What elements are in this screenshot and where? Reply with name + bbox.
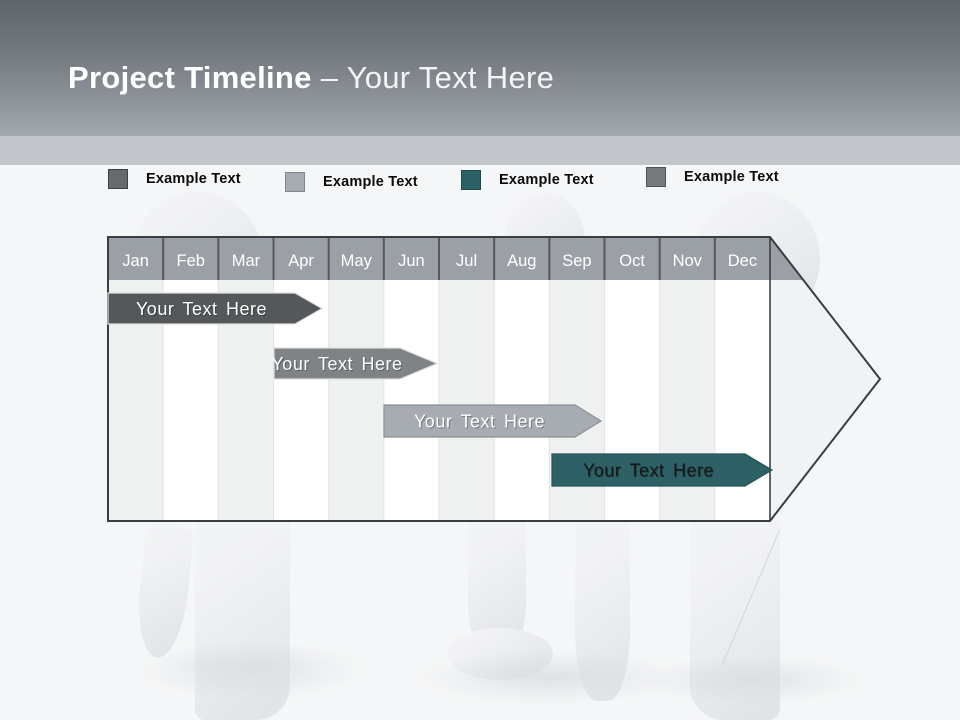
month-label: Dec <box>728 252 757 270</box>
header-band <box>0 0 960 136</box>
timeline-bar-label-shadow: Your Text Here <box>415 413 546 433</box>
floor-shadow <box>640 655 860 705</box>
month-label: Mar <box>232 252 261 270</box>
legend-label: Example Text <box>499 172 594 188</box>
legend-item: Example Text <box>108 169 241 189</box>
month-label: Feb <box>177 252 205 270</box>
legend-item: Example Text <box>646 167 779 187</box>
timeline-column <box>328 280 384 521</box>
month-label: May <box>341 252 373 270</box>
timeline-bar-label: Your Text Here <box>414 412 545 432</box>
timeline-bar <box>107 292 324 325</box>
timeline-outline <box>107 236 882 522</box>
timeline-bar-label-shadow: Your Text Here <box>584 462 715 482</box>
title-main: Project Timeline <box>68 60 312 95</box>
month-label: Oct <box>619 252 645 270</box>
legend-label: Example Text <box>323 174 418 190</box>
header-sub-band <box>0 136 960 165</box>
timeline-bar <box>551 453 774 487</box>
month-label: Nov <box>673 252 703 270</box>
legend-item: Example Text <box>285 172 418 192</box>
timeline-bar-label-shadow: Your Text Here <box>137 300 268 320</box>
page-title: Project Timeline– Your Text Here <box>68 60 554 96</box>
month-label: Aug <box>507 252 536 270</box>
floor-shadow <box>140 640 360 700</box>
timeline-bar <box>273 347 439 380</box>
floor-shadow <box>420 650 680 705</box>
legend-swatch-light-gray <box>285 172 305 192</box>
month-label: Sep <box>562 252 591 270</box>
month-label: Jun <box>398 252 425 270</box>
title-placeholder: – Your Text Here <box>320 60 555 95</box>
timeline-bar-label: Your Text Here <box>583 461 714 481</box>
month-label: Jul <box>456 252 477 270</box>
timeline-svg: Jan Feb Mar Apr May Jun Jul Aug Sep Oct Nov DecYour… <box>107 236 882 522</box>
month-label: Apr <box>288 252 314 270</box>
timeline-column <box>439 280 495 521</box>
legend-swatch-teal <box>461 170 481 190</box>
timeline-bar-label: Your Text Here <box>271 354 402 374</box>
legend-item: Example Text <box>461 170 594 190</box>
legend-label: Example Text <box>146 171 241 187</box>
legend-swatch-dark-gray <box>108 169 128 189</box>
month-label: Jan <box>122 252 149 270</box>
timeline-bar-label: Your Text Here <box>136 299 267 319</box>
legend-swatch-medium-gray <box>646 167 666 187</box>
timeline-bar <box>383 404 603 438</box>
timeline-bar-label-shadow: Your Text Here <box>272 355 403 375</box>
timeline-arrowhead <box>770 237 880 521</box>
legend-label: Example Text <box>684 169 779 185</box>
